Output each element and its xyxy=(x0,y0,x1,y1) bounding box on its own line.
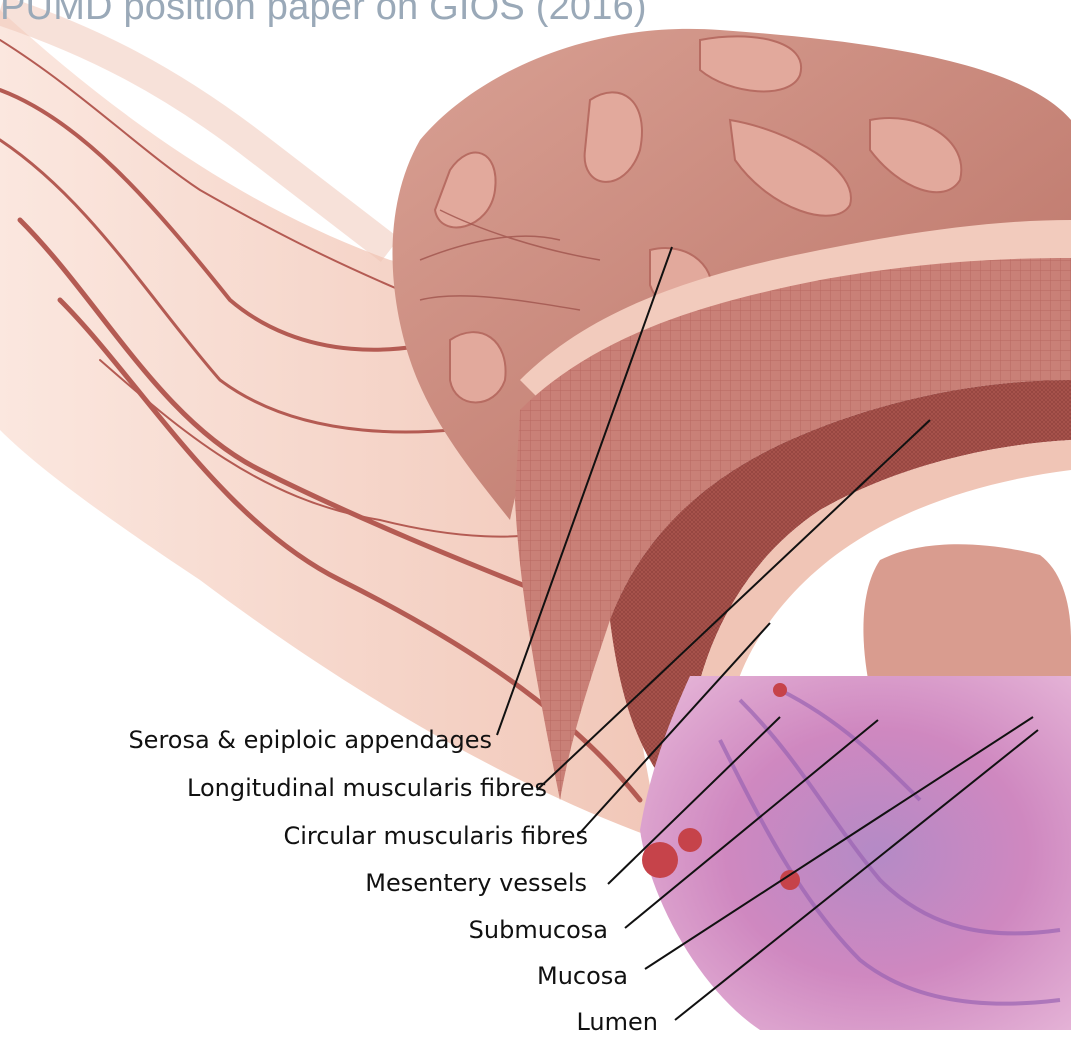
figure-caption: PUMD position paper on GIOS (2016) xyxy=(0,0,647,29)
label-circular-muscularis: Circular muscularis fibres xyxy=(283,822,588,850)
label-longitudinal-muscularis: Longitudinal muscularis fibres xyxy=(187,774,547,802)
lumen-opening xyxy=(863,544,1071,690)
label-submucosa: Submucosa xyxy=(469,916,608,944)
label-mucosa: Mucosa xyxy=(537,962,628,990)
label-lumen: Lumen xyxy=(576,1008,658,1036)
label-mesentery-vessels: Mesentery vessels xyxy=(365,869,587,897)
label-serosa: Serosa & epiploic appendages xyxy=(128,726,492,754)
histology-inset xyxy=(640,676,1071,1030)
